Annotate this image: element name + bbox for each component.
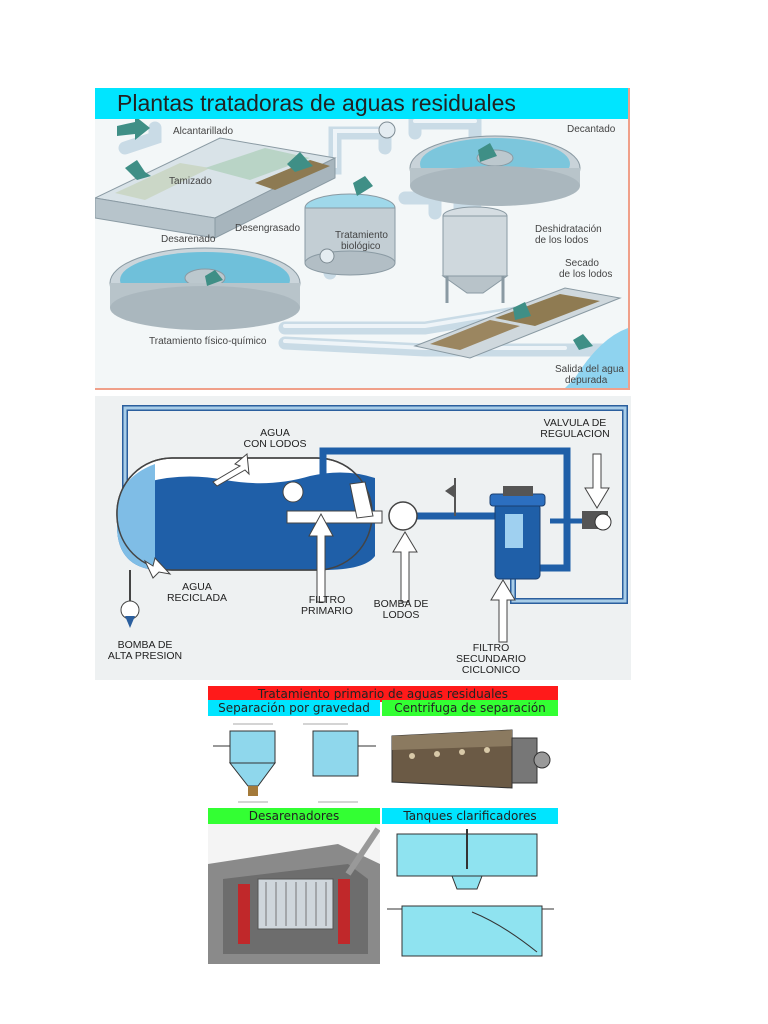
centrifuge-image: [382, 716, 558, 806]
label-bomba-alta-1: BOMBA DE: [117, 639, 173, 651]
label-tratamiento-biologico-1: Tratamiento: [335, 230, 388, 241]
label-agua-reciclada-2: RECICLADA: [166, 592, 228, 604]
centrifuga-banner: Centrifuga de separación: [382, 700, 558, 716]
label-valvula-1: VALVULA DE: [543, 417, 607, 429]
label-decantado: Decantado: [567, 124, 616, 135]
grit-chamber-image: [208, 824, 380, 964]
label-agua-reciclada-1: AGUA: [182, 581, 212, 593]
label-secado-1: Secado: [565, 258, 599, 269]
separacion-banner: Separación por gravedad: [208, 700, 380, 716]
label-filtro-sec-1: FILTRO: [472, 642, 510, 654]
label-valvula-2: REGULACION: [540, 428, 610, 440]
label-salida-1: Salida del agua: [555, 364, 624, 375]
label-bomba-lodos-1: BOMBA DE: [373, 598, 429, 610]
label-alcantarillado: Alcantarillado: [173, 126, 234, 137]
label-secado-2: de los lodos: [559, 269, 613, 280]
plant-drawing: [95, 116, 628, 388]
label-filtro-primario-2: PRIMARIO: [301, 605, 353, 617]
desarenadores-banner: Desarenadores: [208, 808, 380, 824]
label-desengrasado: Desengrasado: [235, 223, 301, 234]
label-agua-lodos-2: CON LODOS: [243, 438, 307, 450]
clarifier-tanks-drawing: [387, 829, 554, 957]
label-filtro-sec-3: CICLONICO: [461, 664, 521, 676]
primary-treatment-title: Tratamiento primario de aguas residuales: [208, 686, 558, 702]
label-desarenado: Desarenado: [161, 234, 216, 245]
gravity-separation-image: [208, 716, 380, 806]
label-fisico-quimico: Tratamiento físico-químico: [149, 336, 267, 347]
filter-drawing: [116, 405, 628, 643]
label-deshidratacion-1: Deshidratación: [535, 224, 602, 235]
grit-chamber-drawing: [208, 827, 380, 964]
label-filtro-sec-2: SECUNDARIO: [455, 653, 526, 665]
label-salida-2: depurada: [565, 375, 608, 386]
gravity-separation-drawing: [213, 723, 376, 803]
clarifier-tanks-image: [382, 824, 558, 964]
plant-illustration: Alcantarillado Tamizado Desarenado Desen…: [95, 88, 630, 390]
label-bomba-lodos-2: LODOS: [382, 609, 420, 621]
label-agua-lodos-1: AGUA: [260, 427, 290, 439]
label-tamizado: Tamizado: [169, 176, 212, 187]
tanques-banner: Tanques clarificadores: [382, 808, 558, 824]
centrifuge-drawing: [391, 729, 551, 789]
filter-schematic: AGUA CON LODOS VALVULA DE REGULACION AGU…: [95, 396, 631, 680]
label-filtro-primario-1: FILTRO: [308, 594, 346, 606]
label-tratamiento-biologico-2: biológico: [341, 241, 381, 252]
label-deshidratacion-2: de los lodos: [535, 235, 589, 246]
label-bomba-alta-2: ALTA PRESION: [107, 650, 183, 662]
plant-title: Plantas tratadoras de aguas residuales: [95, 88, 628, 119]
